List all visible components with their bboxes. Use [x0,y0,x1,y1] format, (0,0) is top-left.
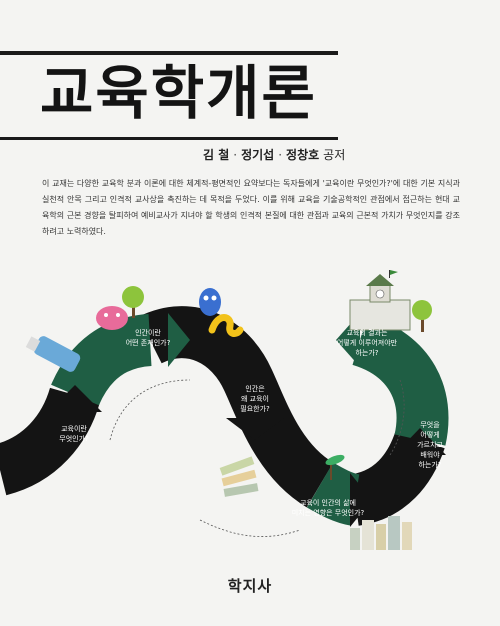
guide-curve [199,519,301,537]
arrow-head-right [350,473,372,527]
publisher-logo: 학지사 [227,577,273,595]
question-label: 교육이란 무엇인가? [59,425,89,443]
yellow-snake-icon [208,314,244,337]
pink-elephant-icon [96,306,128,330]
author-name: 정기섭 [241,148,275,162]
guide-curve [109,379,191,441]
guide-curve [389,379,405,456]
sapling-icon [325,454,345,480]
tree-icon [412,300,432,332]
arrow-head-down [226,418,284,440]
author-name: 정창호 [286,148,320,162]
road-segment-green [51,314,153,407]
intro-paragraph: 이 교재는 다양한 교육학 분과 이론에 대한 체계적-평면적인 요약보다는 독… [42,179,460,236]
arrow-head-up [394,428,446,455]
city-skyline-icon [350,516,412,550]
question-label: 인간이란 어떤 존재인가? [125,329,171,347]
book-title: 교육학개론 [40,59,317,127]
arrow-head-up [48,385,102,412]
books-pencils-icon [219,456,259,497]
road-segment-black [138,306,335,508]
blue-character-icon [199,288,221,316]
tree-icon [122,286,144,318]
authors-suffix: 공저 [323,148,346,162]
title-rule-top [0,51,338,55]
road-segment-green [351,315,449,446]
arrow-head-right [168,313,190,367]
question-label: 무엇을 어떻게 가르치고 배워야 하는가? [417,421,443,469]
title-rule-bottom [0,137,338,140]
question-label: 교육이 인간의 삶에 미치는 영향은 무엇인가? [291,499,365,517]
author-name: 김 철 [203,148,230,162]
question-label: 교육의 결과는 어떻게 이루어져야만 하는가? [336,329,398,357]
question-label: 인간은 왜 교육이 필요한가? [240,385,270,413]
school-building-icon [349,270,411,331]
baby-bottle-icon [25,336,81,372]
